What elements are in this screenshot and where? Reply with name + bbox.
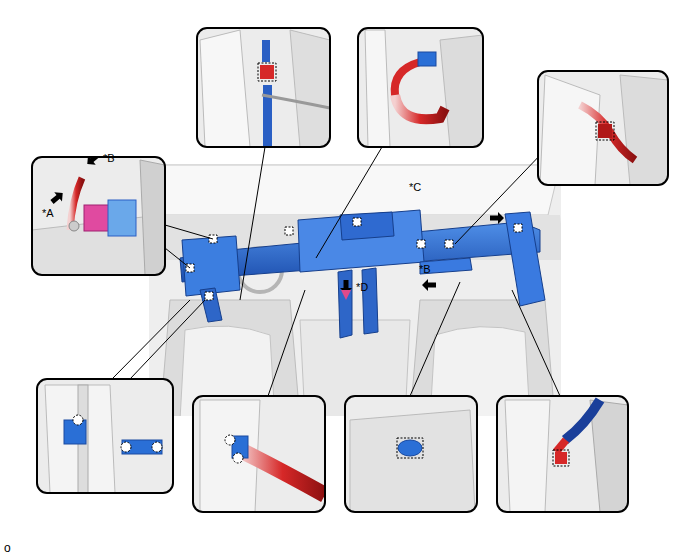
direction-arrow	[48, 188, 66, 206]
detail-inset	[193, 396, 325, 512]
detail-inset	[345, 396, 477, 512]
leader-lines	[112, 147, 560, 396]
instrument-panel-reinforcement	[180, 210, 545, 338]
vehicle-interior	[145, 160, 565, 420]
detail-inset	[32, 157, 165, 275]
detail-inset	[538, 71, 668, 185]
direction-arrows	[340, 212, 504, 294]
detail-inset	[358, 28, 483, 147]
detail-inset	[197, 28, 330, 147]
figure-code: o	[4, 542, 11, 554]
callout-label: *B	[103, 152, 115, 164]
direction-arrow	[83, 157, 101, 169]
callout-label: *C	[409, 181, 421, 193]
clip-markers	[186, 218, 522, 300]
detail-inset	[37, 379, 173, 493]
callout-label: *D	[356, 281, 368, 293]
callout-label: *B	[419, 263, 431, 275]
connector-marker	[341, 290, 351, 300]
callout-label: *A	[42, 207, 54, 219]
detail-inset	[497, 396, 628, 512]
